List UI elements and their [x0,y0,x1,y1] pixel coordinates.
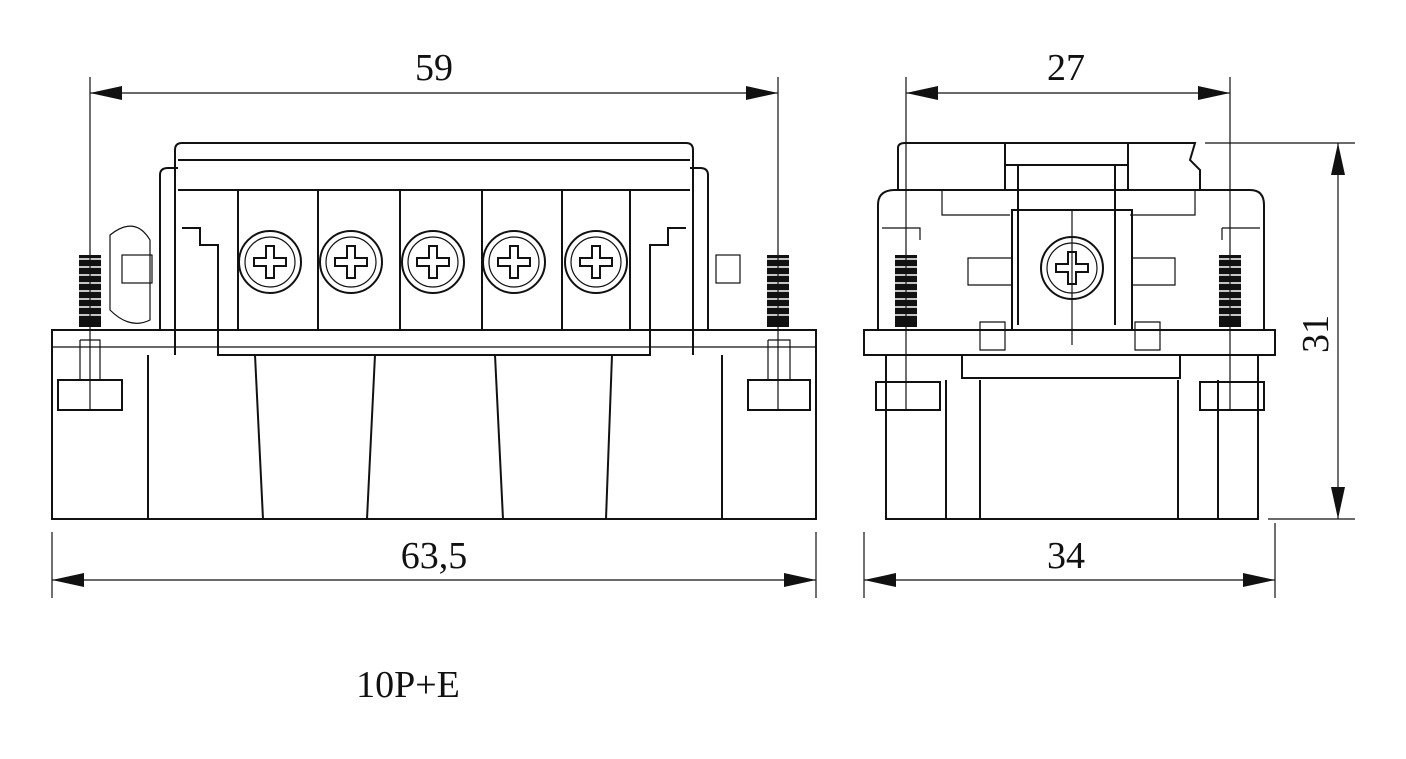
dimension-34: 34 [863,523,1276,598]
terminal-screws [238,230,628,294]
dimension-label: 27 [1047,47,1085,89]
screw-icon [401,230,465,294]
screw-icon [238,230,302,294]
screw-icon [564,230,628,294]
dimension-label: 31 [1295,315,1337,353]
front-base [51,329,817,520]
front-view [51,142,817,520]
screw-icon [319,230,383,294]
dimension-27: 27 [905,47,1231,410]
dimension-63-5: 63,5 [51,532,817,598]
dimension-59: 59 [89,47,779,410]
screw-icon [482,230,546,294]
dimension-label: 63,5 [401,535,468,577]
dimension-label: 59 [415,47,453,89]
side-base [885,354,1259,520]
dimension-label: 34 [1047,535,1085,577]
drawing-caption: 10P+E [356,664,460,706]
dimension-31: 31 [1205,142,1355,520]
front-cover [174,142,694,355]
side-view [863,142,1276,520]
